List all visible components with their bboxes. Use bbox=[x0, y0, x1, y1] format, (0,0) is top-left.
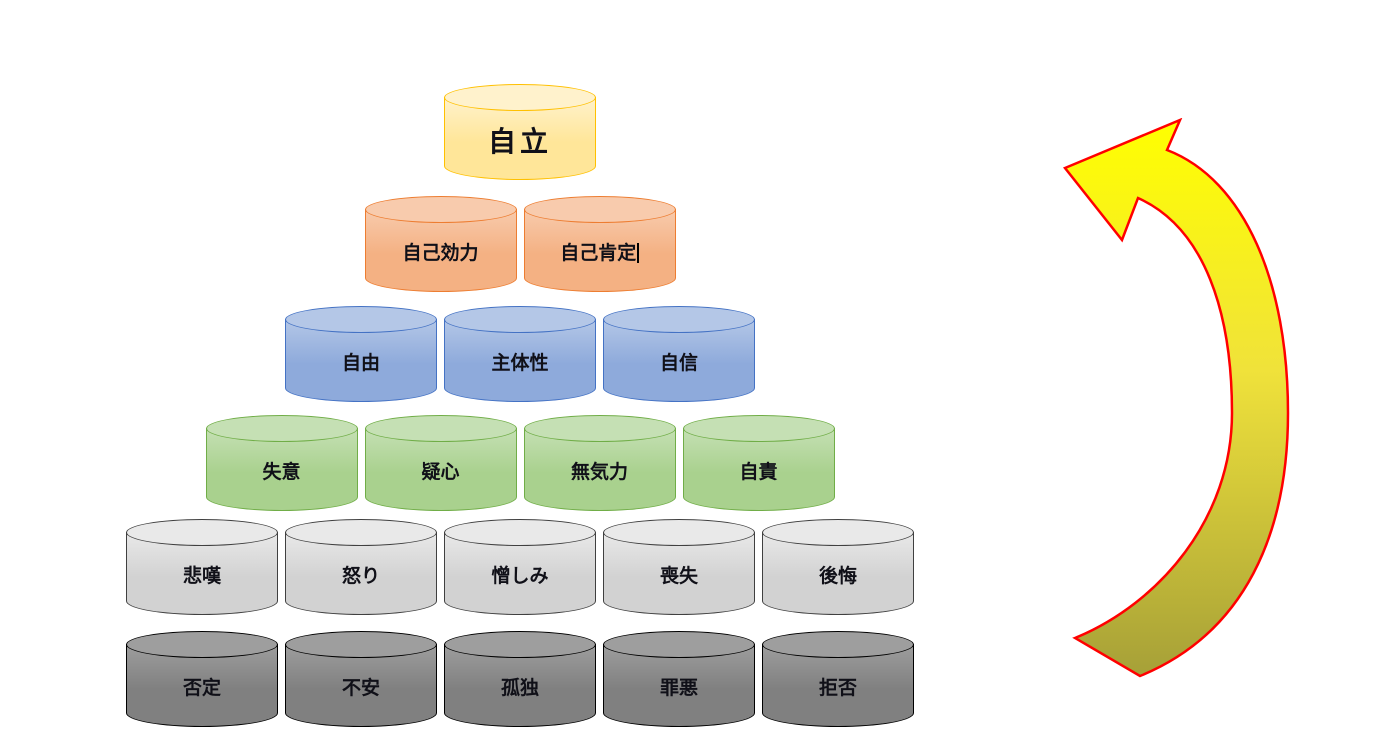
pyramid-row-1: 自立 bbox=[0, 84, 1040, 180]
cylinder-label: 憎しみ bbox=[491, 566, 549, 587]
cylinder-label: 無気力 bbox=[570, 462, 628, 483]
cylinder-label: 悲嘆 bbox=[182, 566, 221, 587]
cylinder-label: 否定 bbox=[182, 678, 221, 699]
cylinder-label: 孤独 bbox=[500, 678, 539, 699]
cylinder-top-ellipse bbox=[603, 631, 755, 658]
cylinder-top-ellipse bbox=[603, 519, 755, 546]
cylinder[interactable]: 自己効力 bbox=[364, 196, 517, 292]
cylinder-label: 自信 bbox=[659, 353, 698, 374]
curved-up-arrow bbox=[1040, 117, 1302, 696]
cylinder-label: 自立 bbox=[487, 126, 552, 157]
cylinder-label: 罪悪 bbox=[659, 678, 698, 699]
cylinder-label: 喪失 bbox=[659, 566, 698, 587]
cylinder-label: 拒否 bbox=[818, 678, 857, 699]
cylinder-top-ellipse bbox=[285, 519, 437, 546]
cylinder[interactable]: 自立 bbox=[444, 84, 596, 180]
pyramid-row-3: 自由 主体性 自信 bbox=[0, 306, 1040, 402]
cylinder-label: 自己効力 bbox=[402, 243, 479, 264]
cylinder-label: 怒り bbox=[341, 566, 380, 587]
cylinder[interactable]: 孤独 bbox=[444, 631, 596, 727]
cylinder-label: 自己肯定 bbox=[524, 238, 676, 265]
text-caret bbox=[637, 243, 639, 263]
pyramid-row-5: 悲嘆 怒り 憎しみ 喪失 後悔 bbox=[0, 519, 1040, 615]
cylinder-top-ellipse bbox=[205, 415, 358, 442]
cylinder-label: 自責 bbox=[739, 462, 778, 483]
cylinder-top-ellipse bbox=[364, 196, 517, 223]
cylinder-top-ellipse bbox=[444, 519, 596, 546]
cylinder[interactable]: 憎しみ bbox=[444, 519, 596, 615]
cylinder[interactable]: 悲嘆 bbox=[126, 519, 278, 615]
curved-up-arrow-icon bbox=[1062, 117, 1290, 678]
cylinder-label: 疑心 bbox=[421, 462, 460, 483]
cylinder-top-ellipse bbox=[762, 631, 914, 658]
cylinder-label: 自由 bbox=[341, 353, 380, 374]
cylinder[interactable]: 喪失 bbox=[603, 519, 755, 615]
cylinder[interactable]: 疑心 bbox=[364, 415, 517, 511]
cylinder-label: 主体性 bbox=[491, 353, 549, 374]
cylinder[interactable]: 無気力 bbox=[523, 415, 676, 511]
cylinder[interactable]: 罪悪 bbox=[603, 631, 755, 727]
cylinder[interactable]: 拒否 bbox=[762, 631, 914, 727]
cylinder[interactable]: 自信 bbox=[603, 306, 755, 402]
cylinder[interactable]: 怒り bbox=[285, 519, 437, 615]
cylinder[interactable]: 自由 bbox=[285, 306, 437, 402]
cylinder-top-ellipse bbox=[762, 519, 914, 546]
pyramid-row-2: 自己効力 自己肯定 bbox=[0, 196, 1040, 292]
cylinder-top-ellipse bbox=[444, 306, 596, 333]
cylinder[interactable]: 後悔 bbox=[762, 519, 914, 615]
cylinder-top-ellipse bbox=[126, 631, 278, 658]
pyramid-row-6: 否定 不安 孤独 罪悪 拒否 bbox=[0, 631, 1040, 727]
cylinder-top-ellipse bbox=[444, 84, 596, 111]
cylinder-label-text: 自己肯定 bbox=[560, 243, 637, 264]
cylinder-label: 失意 bbox=[262, 462, 301, 483]
cylinder[interactable]: 不安 bbox=[285, 631, 437, 727]
cylinder[interactable]: 否定 bbox=[126, 631, 278, 727]
cylinder-top-ellipse bbox=[126, 519, 278, 546]
cylinder-top-ellipse bbox=[285, 306, 437, 333]
cylinder[interactable]: 主体性 bbox=[444, 306, 596, 402]
cylinder-top-ellipse bbox=[682, 415, 835, 442]
cylinder-top-ellipse bbox=[523, 415, 676, 442]
cylinder-top-ellipse bbox=[444, 631, 596, 658]
cylinder[interactable]: 自己肯定 bbox=[523, 196, 676, 292]
cylinder-top-ellipse bbox=[603, 306, 755, 333]
cylinder-top-ellipse bbox=[523, 196, 676, 223]
pyramid-row-4: 失意 疑心 無気力 自責 bbox=[0, 415, 1040, 511]
cylinder[interactable]: 失意 bbox=[205, 415, 358, 511]
cylinder[interactable]: 自責 bbox=[682, 415, 835, 511]
cylinder-top-ellipse bbox=[364, 415, 517, 442]
cylinder-label: 後悔 bbox=[818, 566, 857, 587]
cylinder-label: 不安 bbox=[341, 678, 380, 699]
cylinder-top-ellipse bbox=[285, 631, 437, 658]
